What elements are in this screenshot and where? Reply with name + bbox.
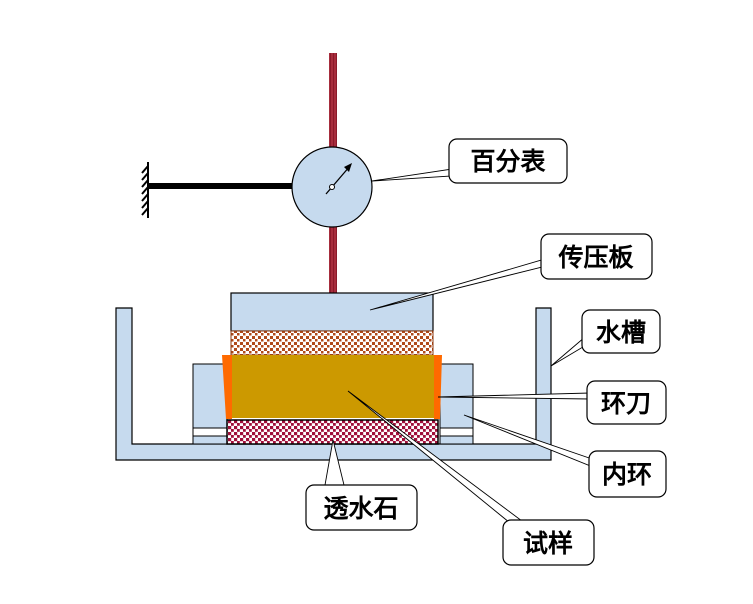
support-arm [148,183,294,189]
callout-ring-knife: 环刀 [586,380,667,425]
label-water-tank: 水槽 [596,318,646,347]
label-dial-gauge: 百分表 [470,147,546,176]
callout-inner-ring: 内环 [588,450,667,498]
fixed-support-icon [141,162,149,218]
pointer-dial-gauge [371,168,453,182]
label-inner-ring: 内环 [602,460,652,489]
inner-ring-right [439,363,474,445]
callout-specimen: 试样 [502,519,595,566]
label-specimen: 试样 [523,529,573,558]
pointer-loading-plate [369,258,547,311]
label-porous-stone: 透水石 [323,494,398,523]
water-tank [115,307,552,461]
callout-water-tank: 水槽 [581,309,661,354]
loading-plate [230,292,434,332]
dial-gauge [291,146,373,228]
dial-needle-arrow-icon [344,163,352,172]
callout-dial-gauge: 百分表 [448,138,568,184]
ring-knife-right [434,355,442,419]
callout-loading-plate: 传压板 [540,233,653,280]
label-loading-plate: 传压板 [557,243,633,272]
dial-needle [325,165,351,195]
specimen [231,355,435,418]
porous-stone-top [230,330,434,356]
inner-ring-left [192,363,228,445]
label-ring-knife: 环刀 [601,389,651,418]
callout-pointers [324,168,596,528]
callout-porous-stone: 透水石 [305,484,418,531]
ring-knife-left [222,355,232,419]
